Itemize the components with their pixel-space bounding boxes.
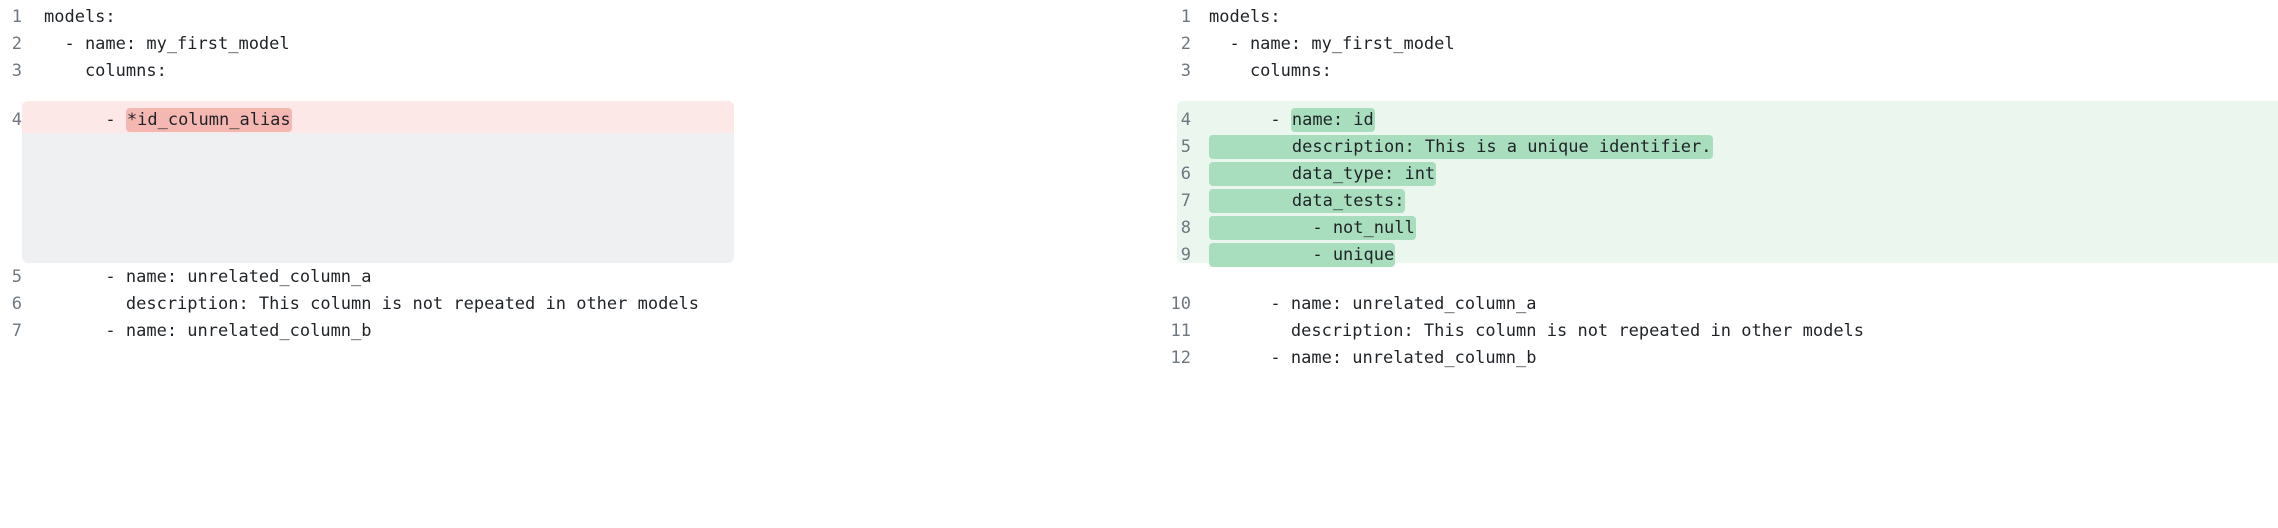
code-line-text[interactable]: - not_null bbox=[1191, 215, 2278, 242]
code-row[interactable]: 2 - name: my_first_model bbox=[1139, 31, 2278, 58]
code-filler-row bbox=[0, 134, 1139, 161]
code-gap-row bbox=[0, 85, 1139, 107]
code-line-text[interactable]: models: bbox=[44, 7, 116, 27]
code-line-text[interactable]: - name: id bbox=[1191, 107, 2278, 134]
code-row[interactable]: 6 data_type: int bbox=[1139, 161, 2278, 188]
added-text-highlight: data_tests: bbox=[1209, 189, 1406, 213]
code-gap-row bbox=[1139, 85, 2278, 107]
code-gap-row bbox=[0, 242, 1139, 264]
added-text-highlight: name: id bbox=[1290, 108, 1375, 132]
code-line-text[interactable]: - name: unrelated_column_b bbox=[1209, 348, 1537, 368]
code-line-prefix: - bbox=[1209, 110, 1291, 130]
line-number: 10 bbox=[1170, 294, 1191, 314]
code-row[interactable]: 9 - unique bbox=[1139, 242, 2278, 269]
line-number: 8 bbox=[1180, 218, 1191, 238]
code-line-text[interactable]: - name: unrelated_column_a bbox=[1209, 294, 1537, 314]
added-text-highlight: - unique bbox=[1209, 243, 1396, 267]
code-row[interactable]: 5 - name: unrelated_column_a bbox=[0, 264, 1139, 291]
line-number: 6 bbox=[11, 294, 22, 314]
line-number: 6 bbox=[1180, 164, 1191, 184]
code-line-text[interactable]: - *id_column_alias bbox=[22, 107, 1139, 134]
removed-text-highlight: *id_column_alias bbox=[125, 108, 292, 132]
code-row[interactable]: 6 description: This column is not repeat… bbox=[0, 291, 1139, 318]
code-row[interactable]: 4 - name: id bbox=[1139, 107, 2278, 134]
line-number: 12 bbox=[1170, 348, 1191, 368]
line-number: 1 bbox=[11, 7, 22, 27]
code-row[interactable]: 12 - name: unrelated_column_b bbox=[1139, 345, 2278, 372]
line-number: 3 bbox=[1180, 61, 1191, 81]
code-line-prefix: - bbox=[44, 110, 126, 130]
line-number: 3 bbox=[11, 61, 22, 81]
code-row[interactable]: 7 - name: unrelated_column_b bbox=[0, 318, 1139, 345]
code-line-text[interactable]: - name: my_first_model bbox=[44, 34, 290, 54]
code-line-text[interactable]: models: bbox=[1209, 7, 1281, 27]
code-line-text[interactable]: description: This column is not repeated… bbox=[44, 294, 700, 314]
line-number: 1 bbox=[1180, 7, 1191, 27]
code-line-text[interactable]: columns: bbox=[44, 61, 167, 81]
line-number: 2 bbox=[1180, 34, 1191, 54]
code-line-text[interactable]: - name: unrelated_column_a bbox=[44, 267, 372, 287]
code-line-text[interactable]: data_tests: bbox=[1191, 188, 2278, 215]
code-line-text[interactable]: - unique bbox=[1191, 242, 2278, 269]
line-number: 7 bbox=[11, 321, 22, 341]
code-row[interactable]: 2 - name: my_first_model bbox=[0, 31, 1139, 58]
line-number: 4 bbox=[1180, 110, 1191, 130]
code-row[interactable]: 5 description: This is a unique identifi… bbox=[1139, 134, 2278, 161]
added-text-highlight: data_type: int bbox=[1209, 162, 1437, 186]
line-number: 5 bbox=[11, 267, 22, 287]
code-line-text[interactable]: - name: my_first_model bbox=[1209, 34, 1455, 54]
line-number: 7 bbox=[1180, 191, 1191, 211]
code-line-text[interactable]: description: This column is not repeated… bbox=[1209, 321, 1865, 341]
line-number: 2 bbox=[11, 34, 22, 54]
line-number: 4 bbox=[11, 110, 22, 130]
code-line-text[interactable]: data_type: int bbox=[1191, 161, 2278, 188]
line-number: 11 bbox=[1170, 321, 1191, 341]
code-row[interactable]: 3 columns: bbox=[1139, 58, 2278, 85]
code-row[interactable]: 10 - name: unrelated_column_a bbox=[1139, 291, 2278, 318]
code-filler-row bbox=[0, 215, 1139, 242]
code-row[interactable]: 11 description: This column is not repea… bbox=[1139, 318, 2278, 345]
code-row[interactable]: 4 - *id_column_alias bbox=[0, 107, 1139, 134]
code-row[interactable]: 3 columns: bbox=[0, 58, 1139, 85]
code-line-text[interactable]: - name: unrelated_column_b bbox=[44, 321, 372, 341]
code-row[interactable]: 7 data_tests: bbox=[1139, 188, 2278, 215]
code-line-text[interactable]: columns: bbox=[1209, 61, 1332, 81]
code-row[interactable]: 1 models: bbox=[0, 4, 1139, 31]
code-filler-row bbox=[0, 161, 1139, 188]
code-gap-row bbox=[1139, 269, 2278, 291]
code-row[interactable]: 1 models: bbox=[1139, 4, 2278, 31]
code-filler-row bbox=[0, 188, 1139, 215]
added-text-highlight: - not_null bbox=[1209, 216, 1416, 240]
code-row[interactable]: 8 - not_null bbox=[1139, 215, 2278, 242]
code-line-text[interactable]: description: This is a unique identifier… bbox=[1191, 134, 2278, 161]
line-number: 5 bbox=[1180, 137, 1191, 157]
line-number: 9 bbox=[1180, 245, 1191, 265]
added-text-highlight: description: This is a unique identifier… bbox=[1209, 135, 1713, 159]
